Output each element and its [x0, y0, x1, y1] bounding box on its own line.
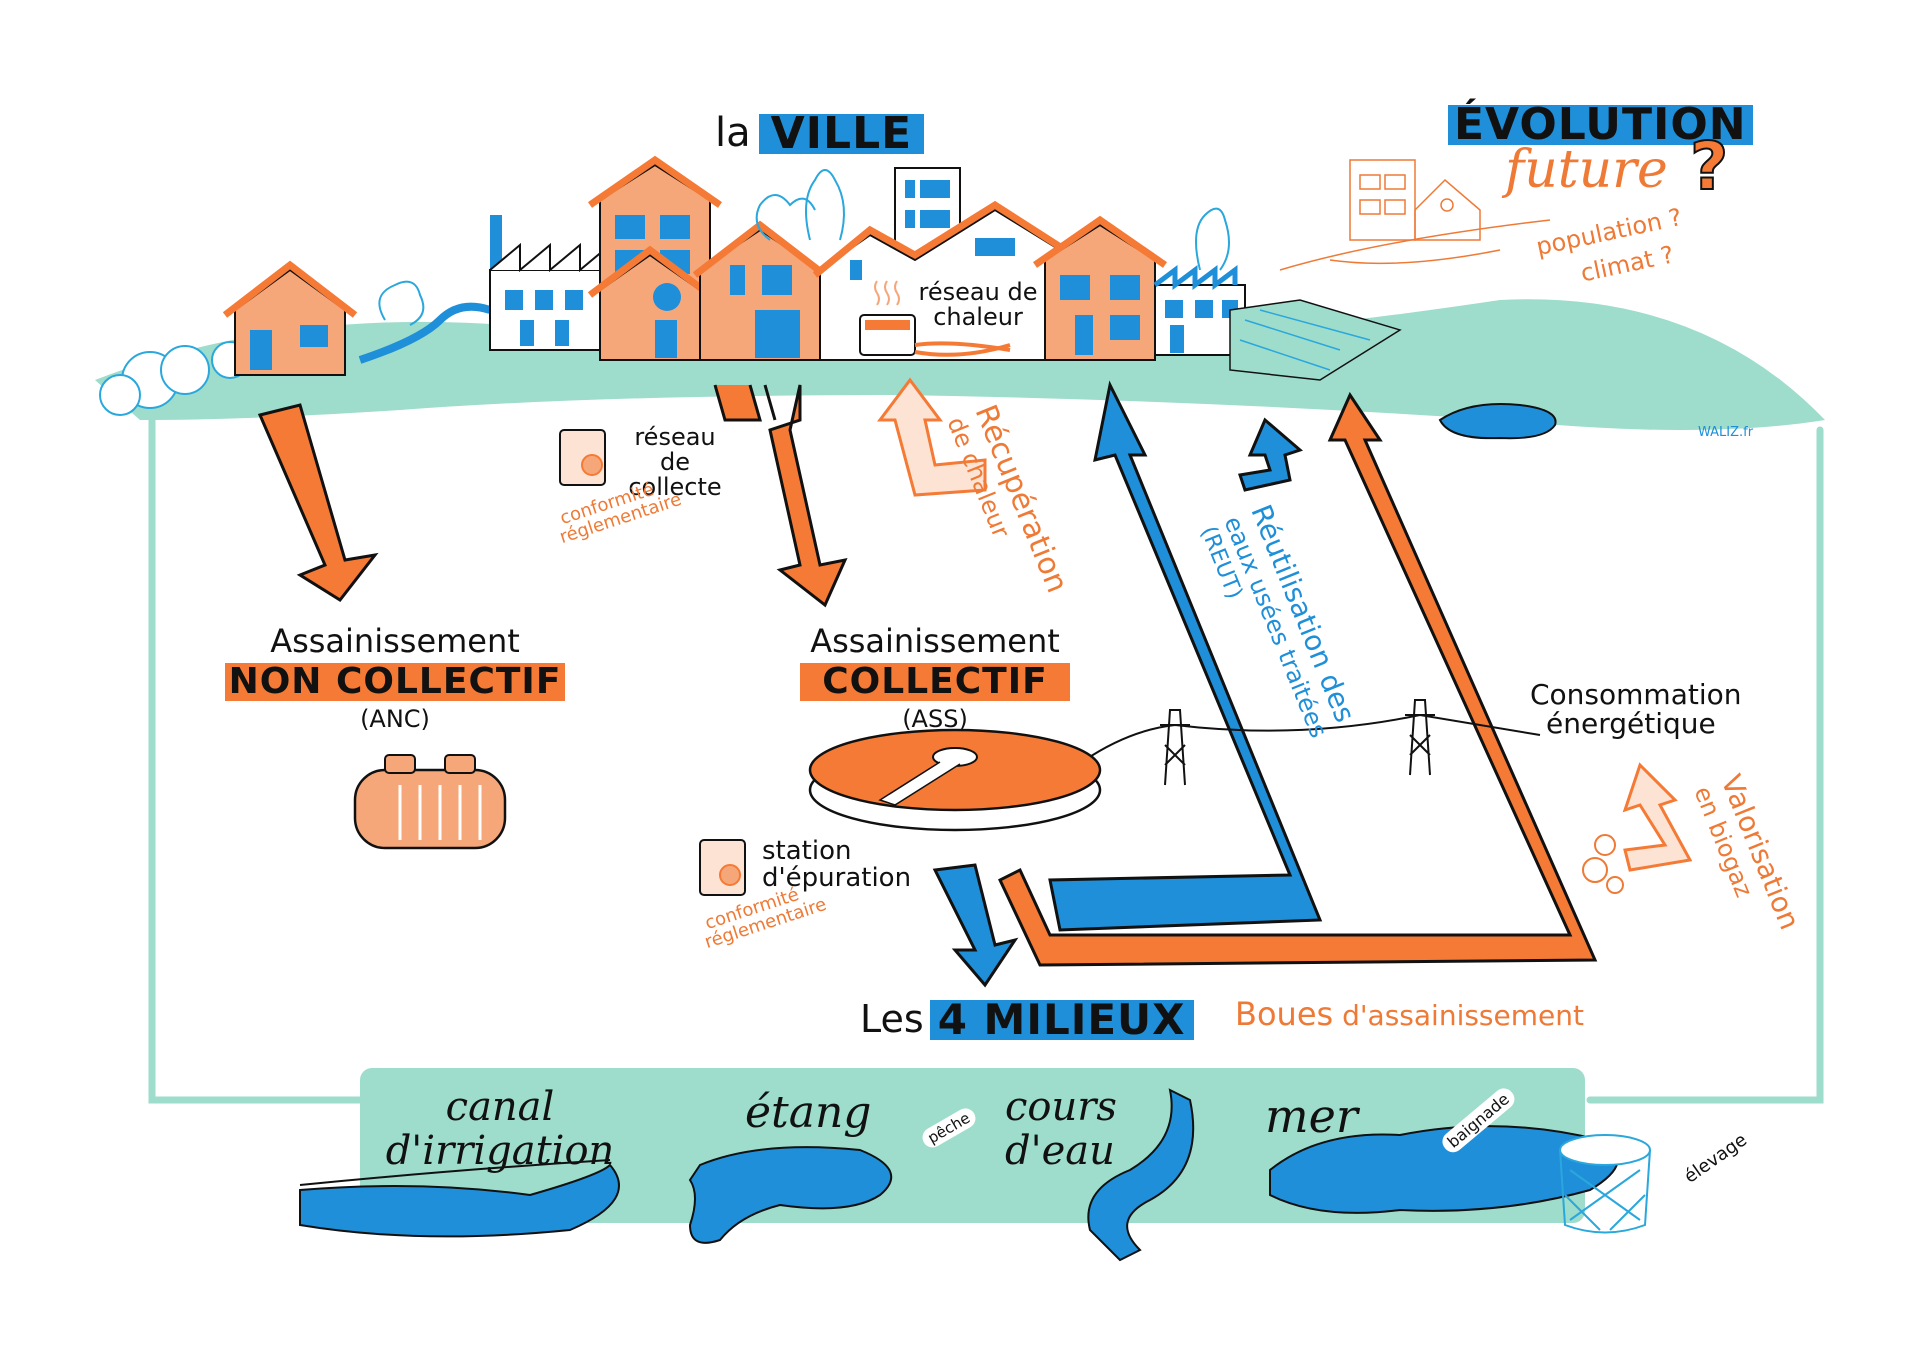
city-title-main: VILLE — [758, 112, 925, 156]
question-mark-icon: ? — [1689, 127, 1729, 206]
bushes-left — [99, 341, 249, 416]
milieu-cours-eau: cours d'eau — [1005, 1084, 1117, 1174]
credit-label: WALIZ.fr — [1698, 425, 1754, 440]
hill-stream — [358, 302, 492, 364]
anc-abbr: (ANC) — [360, 704, 430, 733]
milieu-mer: mer — [1265, 1089, 1358, 1143]
sludge-label-rest: d'assainissement — [1342, 999, 1584, 1032]
future-subtitle: future — [1505, 140, 1668, 200]
power-pylons — [1084, 699, 1541, 786]
heat-network-radiator — [859, 280, 1011, 357]
future-sketch — [1279, 159, 1551, 271]
treatment-basin — [808, 728, 1102, 832]
ass-line2: COLLECTIF — [800, 662, 1070, 701]
hill-pond — [1438, 403, 1557, 440]
anc-line1: Assainissement — [270, 622, 520, 660]
milieux-title: Les 4 MILIEUX — [860, 997, 1194, 1042]
ass-abbr: (ASS) — [902, 704, 968, 733]
canal-illustration — [299, 1159, 620, 1238]
fish-farm-net — [1559, 1134, 1651, 1234]
trees-city — [378, 169, 1230, 326]
anc-arrow — [257, 403, 379, 602]
milieu-etang: étang — [745, 1087, 872, 1138]
sludge-label: Boues d'assainissement — [1235, 995, 1584, 1033]
heat-network-label: réseau de chaleur — [918, 278, 1038, 332]
energy-consumption-line2: énergétique — [1546, 707, 1716, 741]
energy-consumption-label: Consommation énergétique — [1530, 680, 1742, 739]
septic-tank — [353, 754, 507, 850]
ass-block: Assainissement COLLECTIF (ASS) — [800, 622, 1070, 733]
city-title-prefix: la — [715, 110, 751, 156]
sludge-label-bold: Boues — [1235, 995, 1334, 1033]
house-left — [222, 260, 358, 376]
houses-right — [1033, 215, 1246, 361]
ass-line1: Assainissement — [810, 622, 1060, 660]
anc-line2: NON COLLECTIF — [225, 662, 565, 701]
future-title-main: ÉVOLUTION — [1448, 103, 1753, 147]
energy-consumption-line1: Consommation — [1530, 678, 1742, 711]
city-title: la VILLE — [715, 110, 925, 156]
outflow-arrow — [932, 863, 1019, 988]
certificate-2 — [699, 839, 746, 896]
collection-network-label: réseau de collecte — [628, 423, 722, 502]
pond-illustration — [688, 1146, 893, 1244]
river-illustration — [1087, 1088, 1195, 1262]
heat-recovery-arrow — [877, 377, 987, 497]
fields — [1229, 299, 1402, 381]
biogas-arrow — [1582, 762, 1693, 894]
milieux-title-main: 4 MILIEUX — [929, 999, 1194, 1041]
anc-block: Assainissement NON COLLECTIF (ANC) — [225, 622, 565, 733]
factory — [489, 215, 611, 351]
frame-line — [148, 416, 1824, 1104]
milieu-canal: canal d'irrigation — [385, 1084, 615, 1174]
certificate-1 — [559, 429, 606, 486]
sludge-arrow — [998, 391, 1598, 967]
collect-arrow — [713, 384, 848, 608]
milieux-title-prefix: Les — [860, 997, 924, 1042]
reut-arrow — [1048, 380, 1323, 932]
future-title: ÉVOLUTION — [1448, 103, 1753, 147]
station-label: station d'épuration — [762, 836, 912, 894]
